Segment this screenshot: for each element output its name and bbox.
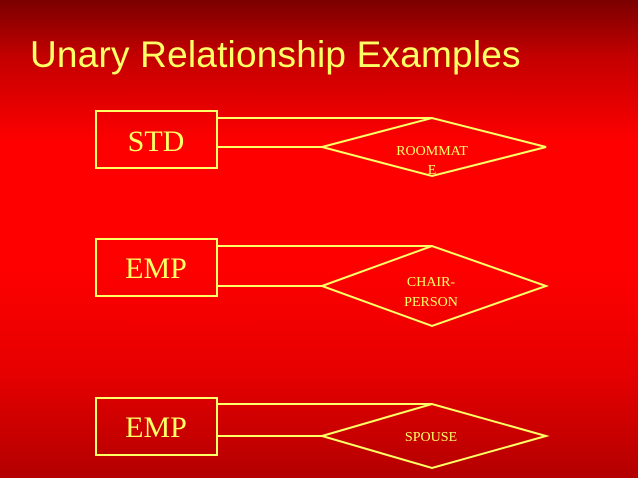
entity-label-emp: EMP bbox=[125, 411, 187, 444]
unary-example-spouse: EMP SPOUSE bbox=[95, 397, 550, 470]
relationship-diamond-chairperson bbox=[319, 244, 550, 328]
entity-label-emp: EMP bbox=[125, 252, 187, 285]
entity-box-emp bbox=[95, 238, 218, 297]
entity-box-emp bbox=[95, 397, 218, 456]
relationship-label-spouse: SPOUSE bbox=[405, 430, 457, 445]
relationship-label-roommate-line1: ROOMMAT bbox=[396, 144, 468, 159]
relationship-label-roommate-line2: E bbox=[428, 163, 437, 178]
entity-box-std bbox=[95, 110, 218, 169]
relationship-label-chairperson-line2: PERSON bbox=[404, 295, 458, 310]
relationship-diamond-roommate bbox=[318, 116, 547, 178]
relationship-label-chairperson-line1: CHAIR- bbox=[407, 275, 456, 290]
unary-example-roommate: STD ROOMMAT E bbox=[95, 110, 547, 178]
relationship-diamond-spouse bbox=[318, 402, 550, 470]
slide-title: Unary Relationship Examples bbox=[30, 34, 521, 75]
entity-label-std: STD bbox=[128, 125, 185, 158]
unary-example-chairperson: EMP CHAIR- PERSON bbox=[95, 238, 550, 328]
